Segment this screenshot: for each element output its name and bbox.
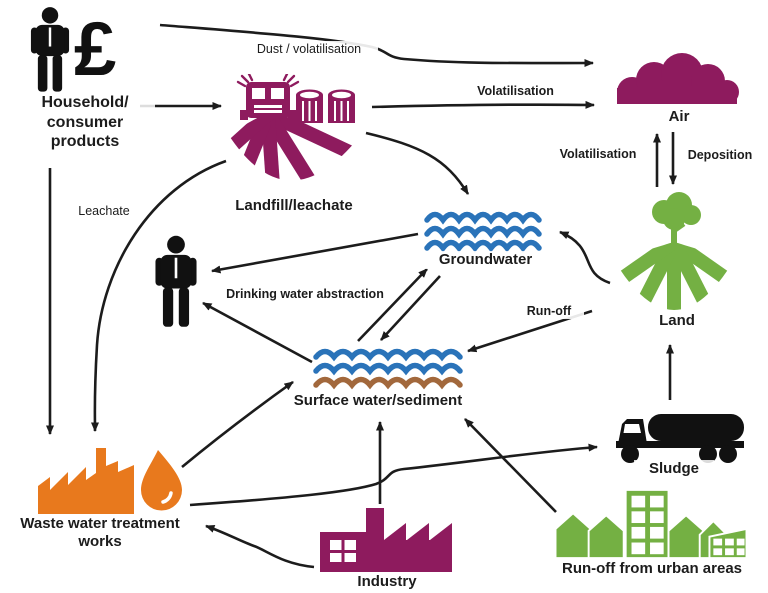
urban-node <box>552 486 750 567</box>
landfill-icon <box>228 72 355 181</box>
surface-water-waves-icon <box>313 348 463 390</box>
industry-label: Industry <box>343 573 431 592</box>
tree-icon <box>652 192 701 246</box>
sludge-truck-icon <box>616 414 744 463</box>
person-icon <box>30 7 70 92</box>
arrow-wwtw-to-surfacewater <box>181 380 294 469</box>
dust-volatilisation-label: Dust / volatilisation <box>240 41 378 57</box>
arrow-wwtw-to-sludge <box>189 443 598 507</box>
landfill-label: Landfill/leachate <box>214 197 374 216</box>
arrow-landfill-to-wwtw-leachate <box>90 159 227 432</box>
sludge-label: Sludge <box>634 460 714 479</box>
volatilisation-landfill-air-label: Volatilisation <box>455 83 576 99</box>
land-field-icon <box>614 192 734 310</box>
drinking-water-abstraction-label: Drinking water abstraction <box>222 286 388 302</box>
arrow-groundwater-to-person <box>211 232 419 274</box>
wwtw-label: Waste water treatment works <box>2 515 198 552</box>
air-label: Air <box>644 108 714 127</box>
deposition-label: Deposition <box>678 147 762 163</box>
person-icon <box>155 235 197 327</box>
landfill-barrels-icon <box>296 89 355 123</box>
pound-icon: £ <box>74 7 117 92</box>
surface-water-label: Surface water/sediment <box>282 392 474 411</box>
runoff-label: Run-off <box>514 303 584 319</box>
surface-water-node <box>308 347 468 398</box>
groundwater-waves-icon <box>424 211 542 253</box>
arrow-surfacewater-to-groundwater <box>357 268 428 342</box>
urban-buildings-icon <box>554 488 748 560</box>
land-node <box>608 192 740 317</box>
household-node: £ <box>24 6 144 98</box>
air-cloud-icon <box>617 53 739 104</box>
drinking-water-person-node <box>148 232 204 337</box>
groundwater-label: Groundwater <box>413 251 558 270</box>
arrow-groundwater-to-surfacewater <box>380 275 441 341</box>
arrow-landfill-to-air <box>371 100 595 109</box>
industry-node <box>318 506 454 579</box>
leachate-label: Leachate <box>66 203 142 219</box>
arrow-industry-to-wwtw <box>205 524 315 569</box>
arrow-household-to-air <box>159 23 594 68</box>
industry-factory-icon <box>320 508 452 572</box>
landfill-node <box>228 72 362 203</box>
wwtw-node <box>36 438 188 521</box>
urban-label: Run-off from urban areas <box>546 560 758 579</box>
air-node <box>606 52 746 113</box>
landfill-truck-icon <box>236 72 300 120</box>
arrow-urban-to-surfacewater <box>464 418 557 513</box>
volatilisation-land-air-label: Volatilisation <box>549 146 647 162</box>
arrow-surfacewater-to-person <box>202 301 313 364</box>
household-label: Household/ consumer products <box>15 93 155 152</box>
arrow-landfill-to-groundwater <box>365 131 470 195</box>
land-label: Land <box>642 312 712 331</box>
sludge-node <box>612 406 748 471</box>
groundwater-node <box>420 210 548 259</box>
arrow-land-to-groundwater <box>559 230 611 285</box>
wwtw-factory-icon <box>38 448 182 514</box>
